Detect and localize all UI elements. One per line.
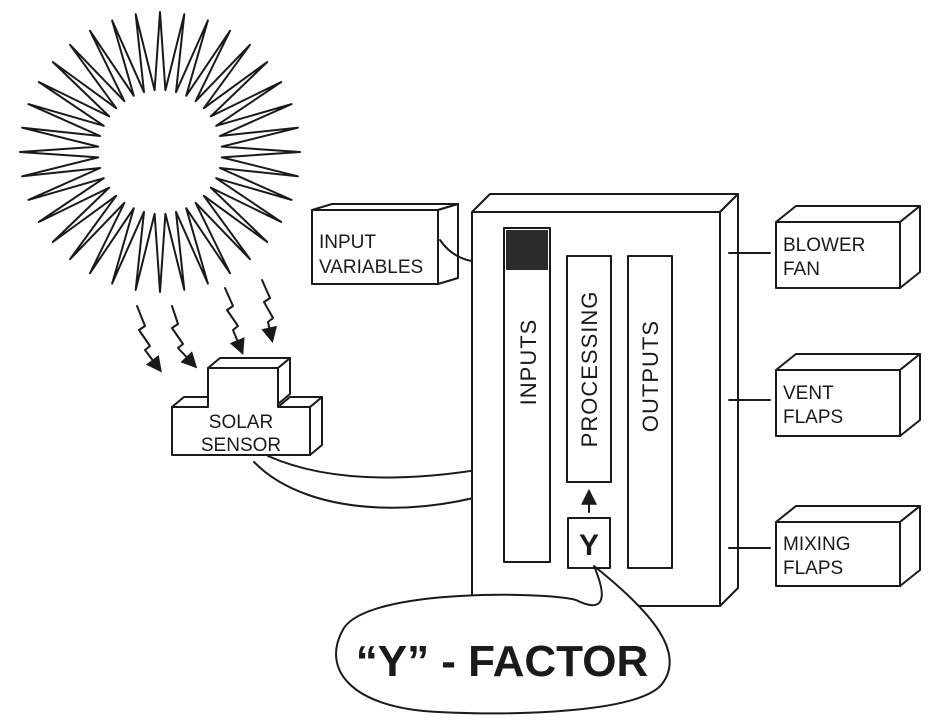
y-box-label: Y [579, 529, 599, 562]
mixing-flaps-label-line2: FLAPS [783, 558, 843, 579]
inputs-column [503, 227, 551, 563]
input-variables-label-line2: VARIABLES [319, 257, 423, 278]
mixing-flaps-box: MIXING FLAPS [775, 505, 921, 587]
control-unit: INPUTS PROCESSING OUTPUTS Y [471, 193, 739, 607]
radiation-arrow-icon [136, 305, 162, 373]
solar-sensor-label-line2: SENSOR [201, 435, 281, 456]
outputs-label: OUTPUTS [638, 320, 663, 432]
solar-sensor: SOLAR SENSOR [171, 357, 323, 456]
processing-column [566, 255, 612, 483]
input-variables-label-line1: INPUT [319, 232, 376, 253]
input-variables-box: INPUT VARIABLES [311, 203, 459, 285]
outputs-column [627, 255, 673, 569]
vent-flaps-label-line1: VENT [783, 383, 834, 404]
y-factor-callout: “Y” - FACTOR [335, 565, 671, 715]
radiation-arrows [136, 279, 278, 373]
y-factor-label: “Y” - FACTOR [356, 637, 649, 686]
input-variables-block [506, 230, 548, 270]
blower-fan-label-line2: FAN [783, 259, 820, 280]
inputs-label: INPUTS [516, 319, 541, 406]
sun-icon [19, 11, 301, 293]
solar-sensor-label-line1: SOLAR [209, 412, 273, 433]
radiation-arrow-icon [171, 305, 198, 369]
mixing-flaps-label-line1: MIXING [783, 534, 851, 555]
vent-flaps-label-line2: FLAPS [783, 407, 843, 428]
vent-flaps-box: VENT FLAPS [775, 353, 921, 437]
y-box [567, 517, 611, 569]
blower-fan-label-line1: BLOWER [783, 235, 865, 256]
radiation-arrow-icon [261, 279, 278, 344]
radiation-arrow-icon [224, 287, 245, 355]
processing-label: PROCESSING [577, 291, 602, 448]
blower-fan-box: BLOWER FAN [775, 205, 921, 289]
